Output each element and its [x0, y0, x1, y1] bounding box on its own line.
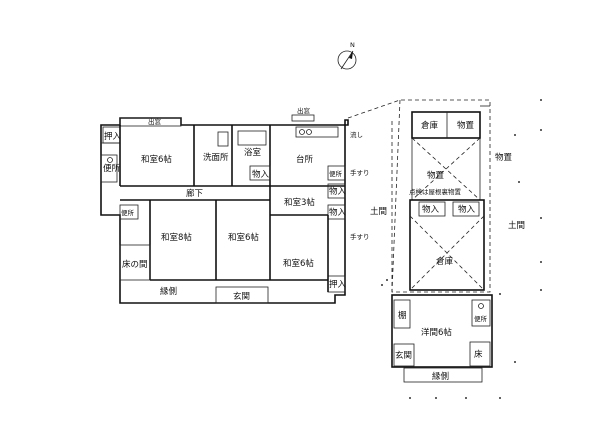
compass-circle [337, 50, 357, 70]
mono-r1-label: 物入 [329, 186, 347, 197]
mono-r2-label: 物入 [329, 207, 347, 218]
boundary-dot [435, 397, 437, 399]
boundary-dot [465, 397, 467, 399]
room-mono-r1 [327, 183, 346, 199]
room-mono-s2 [452, 201, 480, 217]
monooki-c-label: 物置 [427, 170, 445, 181]
soko-n-label: 倉庫 [421, 120, 439, 131]
mono-bath-label: 物入 [252, 169, 270, 180]
boundary-dot [514, 134, 516, 136]
bathtub-icon [237, 130, 267, 146]
washitsu6-e-label: 和室6帖 [283, 258, 314, 269]
room-mono-bath [249, 165, 271, 181]
tokonoma-label: 床の間 [122, 259, 148, 270]
genkan-annex-label: 玄関 [395, 350, 412, 361]
boundary-dot [514, 361, 516, 363]
boundary-dot [540, 289, 542, 291]
oshiire-e-label: 押入 [329, 279, 347, 290]
mono-s1-label: 物入 [422, 204, 440, 215]
boundary-dot [518, 181, 520, 183]
label-demado-2: 出窓 [297, 106, 311, 115]
tana-label: 棚 [398, 310, 407, 321]
washitsu8-label: 和室8帖 [161, 232, 192, 243]
boundary-dot [540, 129, 542, 131]
room-engawa-annex [403, 367, 483, 383]
toilet-icon [107, 157, 113, 163]
engawa-annex-label: 縁側 [432, 371, 449, 382]
nagashi-label: 流し [350, 130, 363, 139]
washbasin-icon [217, 131, 229, 147]
tesuri1-label: 手すり [350, 168, 370, 177]
boundary-dot [540, 99, 542, 101]
washitsu6-c-label: 和室6帖 [228, 232, 259, 243]
mono-n-label: 物置 [457, 120, 475, 131]
bay-window-kitchen [291, 114, 315, 122]
stove-icon [299, 129, 305, 135]
annex: 倉庫 物置 物置 点検は屋根裏物置 物入 物入 倉庫 物置 棚 洋間6帖 便所 … [347, 99, 513, 383]
room-benjo-sw [119, 204, 139, 220]
bay-window-north [119, 117, 182, 127]
soko-c-label: 倉庫 [436, 256, 454, 267]
doma-right-label: 土間 [508, 220, 525, 231]
compass-label: N [350, 41, 355, 49]
boundary-dot [540, 261, 542, 263]
yoma-label: 洋間6帖 [421, 327, 452, 338]
genkan-main-label: 玄関 [233, 291, 250, 302]
monooki-ext-label: 物置 [495, 152, 513, 163]
stove-icon-2 [306, 129, 312, 135]
annex-soko-block [409, 199, 485, 291]
annex-north-block [411, 111, 481, 139]
label-demado-1: 出窓 [148, 117, 162, 126]
boundary-dot [409, 397, 411, 399]
room-benjo-e [471, 299, 491, 327]
main-house: 出窓 出窓 押入 和室6帖 便所 洗面所 浴室 物入 台所 流し 廊下 和室 [100, 106, 370, 304]
daidokoro-label: 台所 [296, 154, 314, 165]
doma-left-label: 土間 [370, 206, 387, 217]
boundary-dot [386, 279, 388, 281]
tenken-label: 点検は屋根裏物置 [409, 187, 462, 196]
room-mono-s1 [418, 201, 446, 217]
boundary-dot [540, 217, 542, 219]
rouka-label: 廊下 [186, 188, 204, 199]
boundary-dot [499, 397, 501, 399]
diag-mid-2 [411, 137, 481, 201]
senmenjo-label: 洗面所 [203, 152, 229, 163]
boundary-dot [499, 293, 501, 295]
yuka-label: 床 [474, 349, 483, 360]
annex-yoma-block [391, 294, 493, 368]
diag-mid-1 [411, 137, 481, 201]
benjo-mid-label: 便所 [329, 169, 343, 178]
compass-arrow-icon [349, 51, 353, 59]
boundary-dot [381, 284, 383, 286]
room-genkan-annex [393, 343, 415, 367]
room-yuka [469, 341, 491, 367]
mono-s2-label: 物入 [458, 204, 476, 215]
benjo-w-label: 便所 [103, 163, 121, 174]
annex-roof-edge [391, 99, 401, 293]
diag-soko-2 [409, 215, 485, 291]
room-benjo-mid [327, 165, 346, 181]
tesuri2-label: 手すり [350, 232, 370, 241]
toilet-icon-annex [478, 303, 484, 309]
benjo-sw-label: 便所 [121, 208, 135, 217]
kitchen-counter [295, 126, 339, 138]
room-tokonoma [119, 244, 151, 281]
engawa-s-label: 縁側 [160, 286, 177, 297]
boundary-dots [381, 99, 542, 399]
washitsu3-label: 和室3帖 [284, 197, 315, 208]
compass-rose: N [337, 41, 357, 70]
annex-roof-outline [347, 99, 491, 293]
yokushitsu-label: 浴室 [244, 147, 262, 158]
oshiire-nw-label: 押入 [104, 131, 122, 142]
room-tana [393, 299, 411, 329]
room-benjo-w [100, 154, 118, 183]
benjo-e-label: 便所 [474, 314, 488, 323]
room-mono-r2 [327, 204, 346, 220]
compass-needle [340, 50, 354, 70]
washitsu6-n-label: 和室6帖 [141, 154, 172, 165]
room-genkan-main [215, 286, 269, 304]
